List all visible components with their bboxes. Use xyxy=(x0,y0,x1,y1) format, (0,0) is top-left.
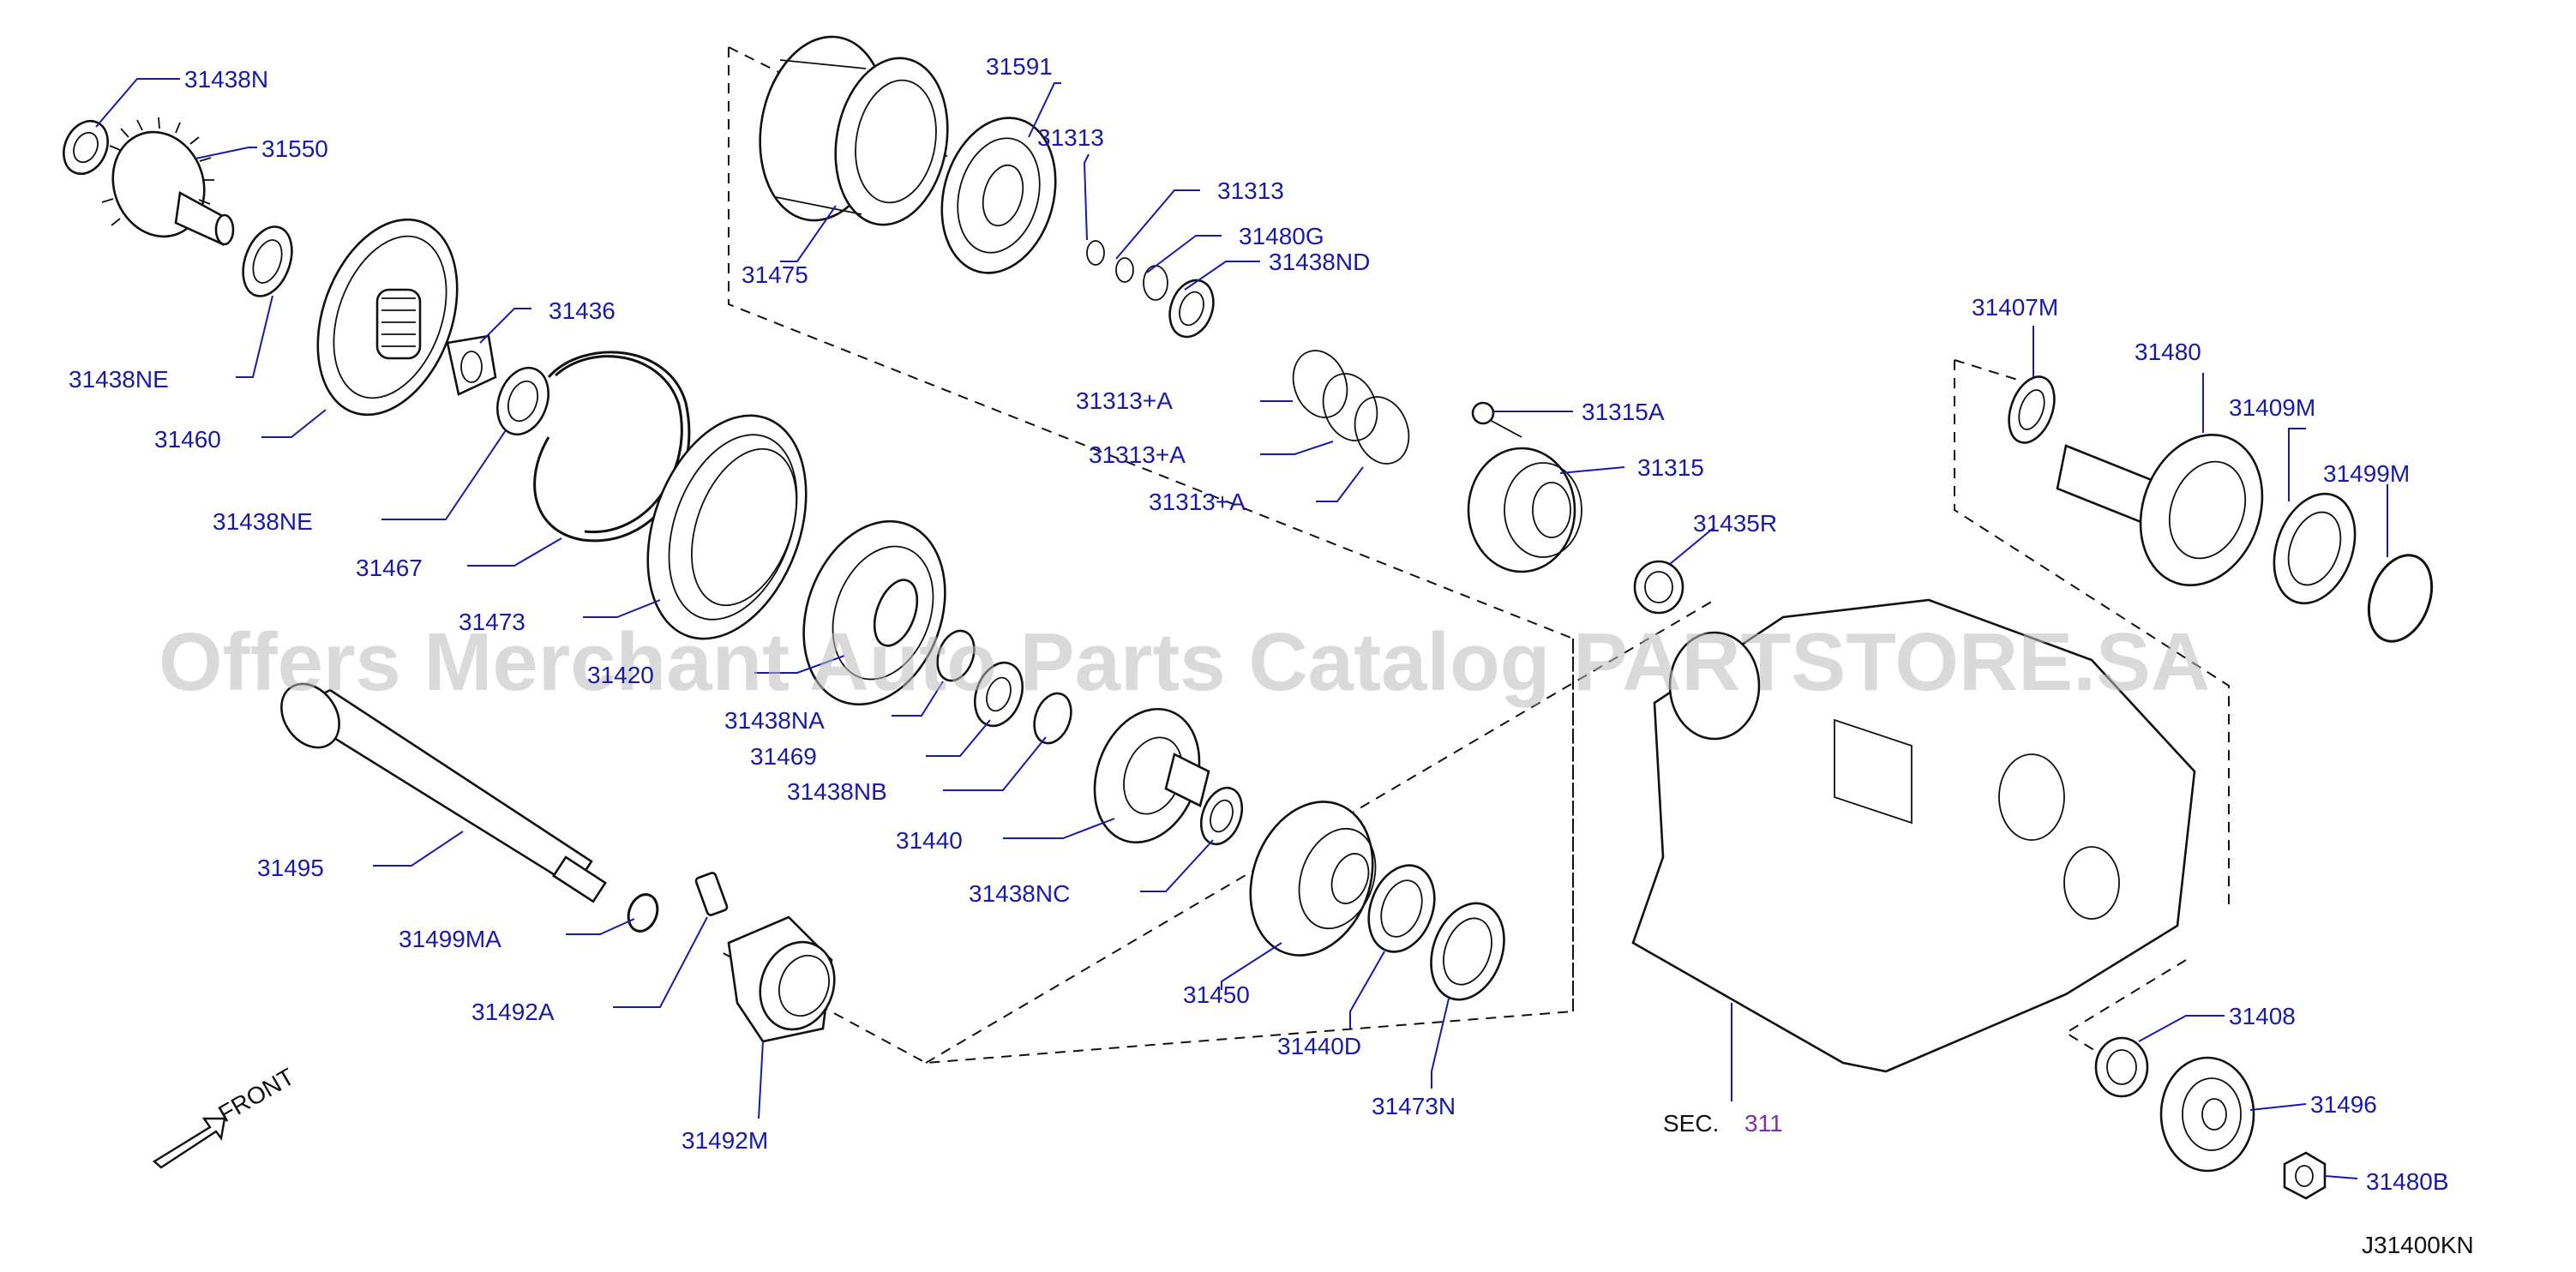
label-31438NB[interactable]: 31438NB xyxy=(787,778,887,805)
part-31495-shaft[interactable] xyxy=(269,673,607,903)
label-31495[interactable]: 31495 xyxy=(257,855,324,881)
part-31460-gear-plate[interactable] xyxy=(292,200,483,434)
part-31440-gear[interactable] xyxy=(1077,694,1217,857)
leader-lines xyxy=(95,78,2388,1179)
diagram-code: J31400KN xyxy=(2362,1232,2474,1258)
label-31313A-2[interactable]: 31313+A xyxy=(1089,441,1186,468)
label-31313-a[interactable]: 31313 xyxy=(1037,124,1104,151)
label-31480B[interactable]: 31480B xyxy=(2366,1168,2449,1195)
part-31440D-bearing[interactable] xyxy=(1357,856,1445,961)
label-31313A-3[interactable]: 31313+A xyxy=(1149,489,1246,515)
part-31450-gear[interactable] xyxy=(1230,784,1394,972)
part-labels: 31438N 31550 31438NE 31460 31436 31438NE… xyxy=(69,53,2449,1195)
label-31438NE-b[interactable]: 31438NE xyxy=(213,508,313,535)
part-31420-carrier[interactable] xyxy=(779,501,970,724)
label-31313-b[interactable]: 31313 xyxy=(1217,177,1284,204)
part-31550-gear[interactable] xyxy=(99,117,235,249)
label-31499MA[interactable]: 31499MA xyxy=(399,926,501,952)
part-31315-housing[interactable] xyxy=(1467,447,1582,573)
label-31480[interactable]: 31480 xyxy=(2135,339,2201,365)
section-reference: SEC. 311 xyxy=(1663,1110,1783,1137)
front-label: FRONT xyxy=(214,1063,299,1127)
part-31492A-bolt[interactable] xyxy=(694,872,729,916)
part-31499MA-snap-ring[interactable] xyxy=(623,891,662,935)
label-31492A[interactable]: 31492A xyxy=(471,999,555,1025)
part-31473-clutch-drum[interactable] xyxy=(619,393,835,661)
part-31313-shims[interactable] xyxy=(1086,240,1134,283)
label-31473N[interactable]: 31473N xyxy=(1372,1093,1456,1119)
label-31499M[interactable]: 31499M xyxy=(2323,460,2410,487)
label-31438NA[interactable]: 31438NA xyxy=(724,707,825,734)
label-31315A[interactable]: 31315A xyxy=(1582,399,1665,425)
part-31480-shaft-gear[interactable] xyxy=(2056,417,2283,603)
label-31440D[interactable]: 31440D xyxy=(1277,1033,1361,1059)
label-31480G[interactable]: 31480G xyxy=(1239,223,1324,249)
label-31450[interactable]: 31450 xyxy=(1183,981,1250,1008)
label-31469[interactable]: 31469 xyxy=(750,743,817,770)
label-31315[interactable]: 31315 xyxy=(1637,454,1704,481)
part-31438ND-bearing[interactable] xyxy=(1162,274,1221,343)
part-31438NB-bearing[interactable] xyxy=(1028,688,1078,748)
sec-prefix: SEC. xyxy=(1663,1110,1719,1137)
part-31438NE-bearing-a[interactable] xyxy=(234,220,301,303)
label-31473[interactable]: 31473 xyxy=(459,609,525,635)
label-31438N[interactable]: 31438N xyxy=(184,66,268,93)
part-31438N-bearing[interactable] xyxy=(56,114,117,181)
part-31499M-snap-ring[interactable] xyxy=(2357,547,2442,651)
label-31409M[interactable]: 31409M xyxy=(2229,394,2315,421)
label-31460[interactable]: 31460 xyxy=(154,426,221,453)
part-31469-gear[interactable] xyxy=(967,656,1031,732)
label-31435R[interactable]: 31435R xyxy=(1693,510,1777,537)
label-31436[interactable]: 31436 xyxy=(549,297,615,324)
label-31438ND[interactable]: 31438ND xyxy=(1269,249,1370,275)
part-31315A-bolt[interactable] xyxy=(1471,401,1522,438)
label-31408[interactable]: 31408 xyxy=(2229,1003,2296,1029)
label-31475[interactable]: 31475 xyxy=(742,261,808,288)
label-31313A-1[interactable]: 31313+A xyxy=(1076,387,1173,414)
part-31438NE-bearing-b[interactable] xyxy=(489,361,557,441)
front-direction-indicator: FRONT xyxy=(152,1063,299,1169)
part-31435R-needle-bearing[interactable] xyxy=(1633,560,1684,615)
label-31420[interactable]: 31420 xyxy=(587,662,654,688)
sec-number-link[interactable]: 311 xyxy=(1744,1110,1783,1137)
front-arrow-icon xyxy=(152,1117,226,1169)
part-31408-seal[interactable] xyxy=(2094,1036,2149,1098)
part-31438NC-bearing[interactable] xyxy=(1194,783,1250,850)
part-31436-washer[interactable] xyxy=(446,334,497,396)
part-31438NA-bearing[interactable] xyxy=(931,626,981,686)
part-31475-gear[interactable] xyxy=(746,27,960,233)
part-31492M-flange[interactable] xyxy=(727,915,846,1043)
part-31313A-shims[interactable] xyxy=(1284,343,1418,471)
label-31438NE-a[interactable]: 31438NE xyxy=(69,366,169,393)
part-31473N-bearing[interactable] xyxy=(1419,893,1517,1010)
label-31407M[interactable]: 31407M xyxy=(1972,294,2058,321)
label-31591[interactable]: 31591 xyxy=(986,53,1053,80)
label-31550[interactable]: 31550 xyxy=(261,135,328,162)
label-31492M[interactable]: 31492M xyxy=(682,1127,768,1154)
label-31438NC[interactable]: 31438NC xyxy=(969,880,1070,907)
part-transfer-case-sec311 xyxy=(1631,598,2196,1073)
part-31407M-bearing[interactable] xyxy=(2001,370,2063,449)
part-31409M-bearing[interactable] xyxy=(2260,483,2369,615)
part-31591-gear[interactable] xyxy=(925,105,1072,286)
label-31496[interactable]: 31496 xyxy=(2310,1091,2377,1118)
label-31467[interactable]: 31467 xyxy=(356,555,423,581)
part-31480G-ring[interactable] xyxy=(1143,265,1168,301)
part-31496-gear[interactable] xyxy=(2159,1056,2255,1173)
watermark-text: Offers Merchant Auto Parts Catalog PARTS… xyxy=(159,616,2210,708)
part-31480B-nut[interactable] xyxy=(2283,1151,2327,1200)
label-31440[interactable]: 31440 xyxy=(896,827,963,854)
